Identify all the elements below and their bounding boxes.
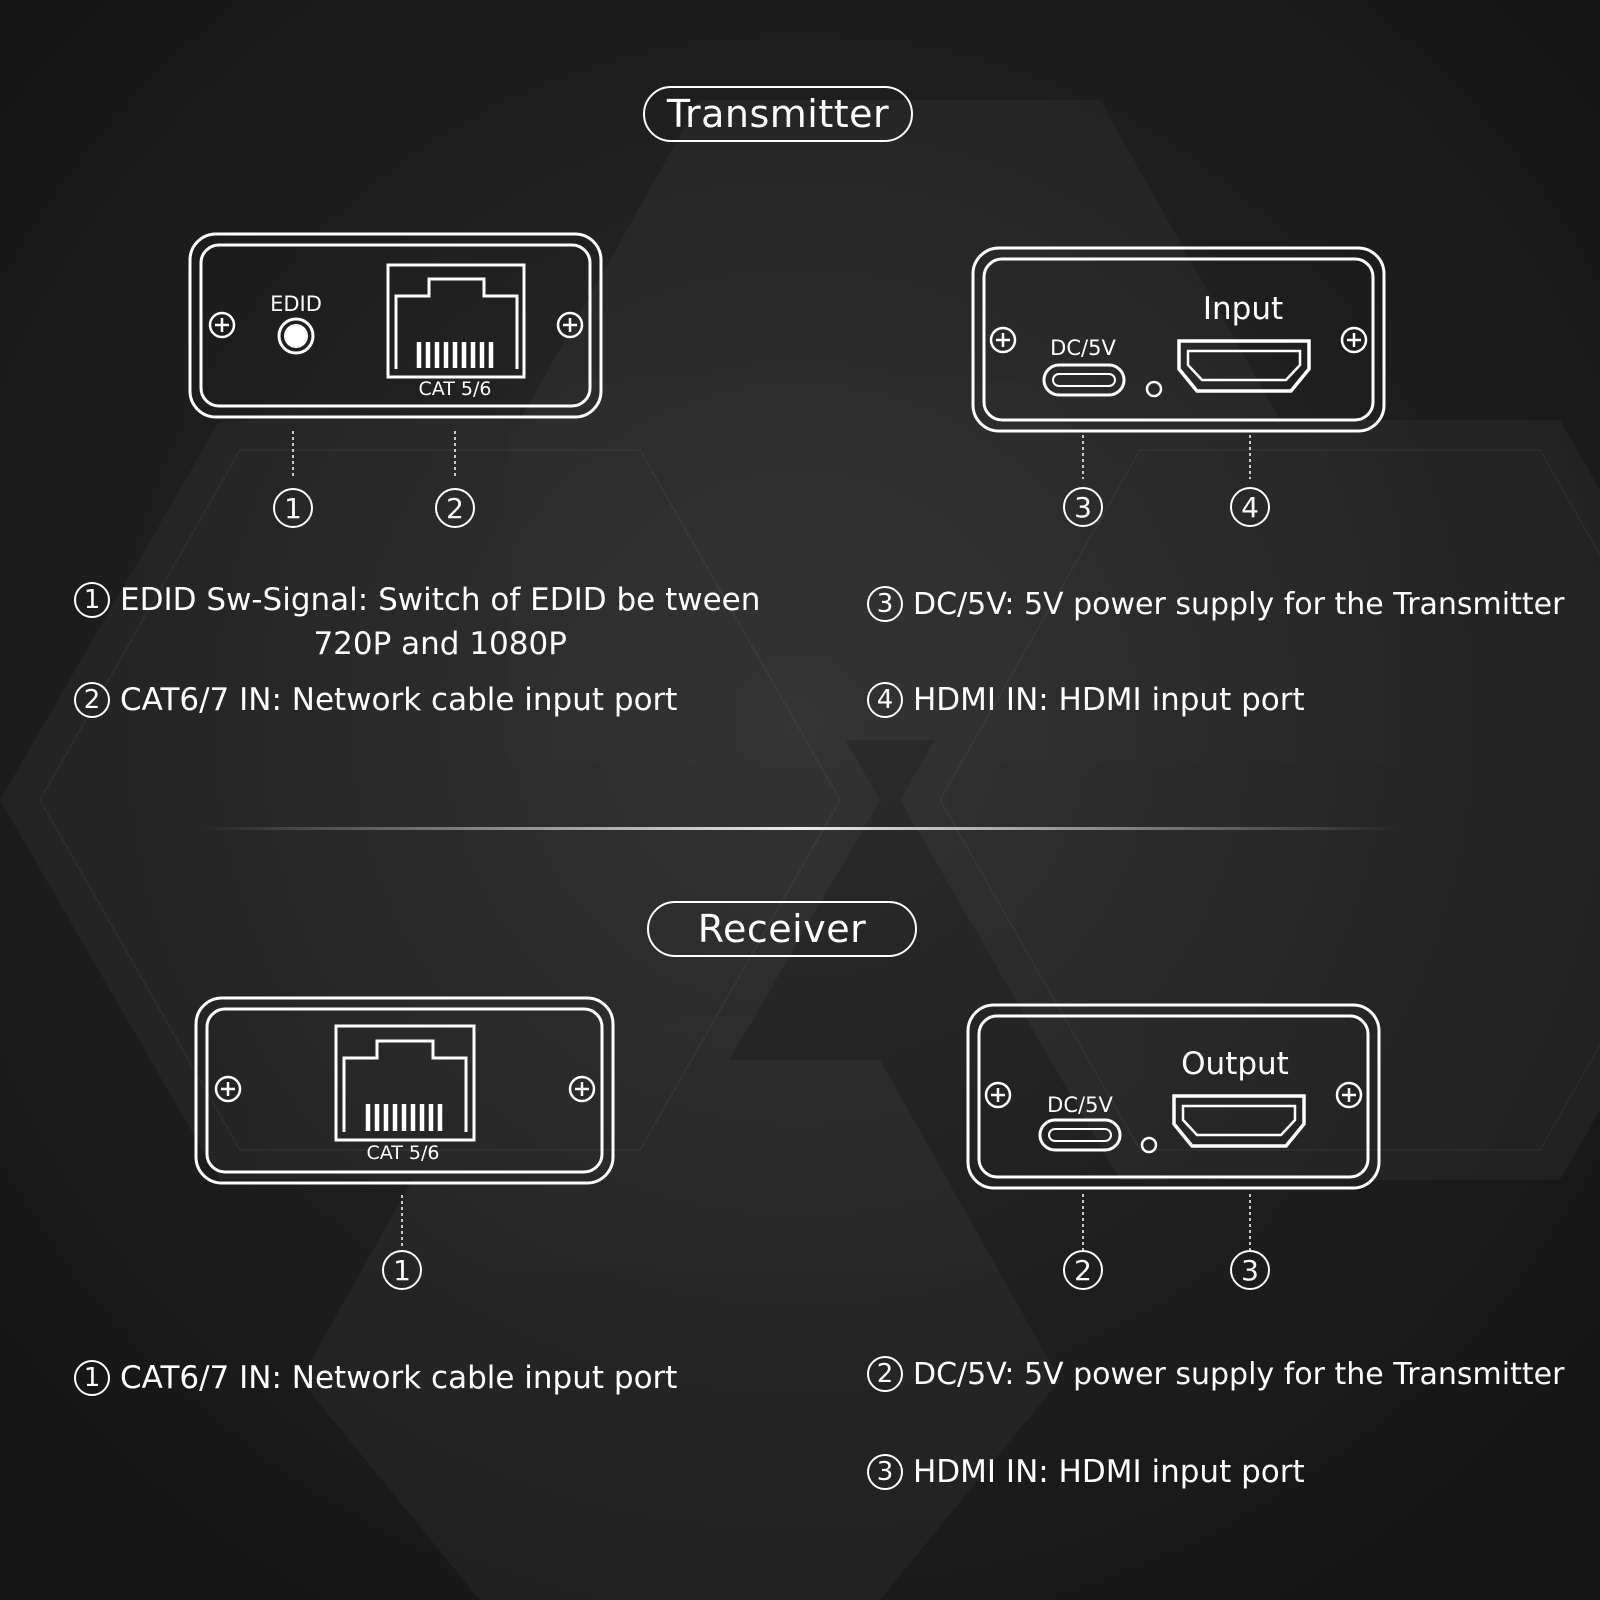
legend-number: 3: [867, 585, 903, 622]
legend-number: 1: [74, 1359, 110, 1396]
callout-badge: 4: [1230, 487, 1270, 527]
svg-text:1: 1: [284, 492, 302, 525]
usb-c-port-icon: [1038, 1118, 1122, 1152]
svg-text:2: 2: [446, 492, 464, 525]
rj45-port-icon: [386, 263, 526, 379]
callout-badge: 3: [1063, 487, 1103, 527]
transmitter-title-text: Transmitter: [666, 92, 890, 136]
hdmi-port-icon: [1172, 1094, 1306, 1148]
power-label: DC/5V: [1050, 336, 1116, 360]
transmitter-hdmi-panel: DC/5V Input 3 4: [971, 246, 1387, 537]
transmitter-legend-item-3: 3 DC/5V: 5V power supply for the Transmit…: [867, 583, 1564, 627]
hdmi-port-icon: [1177, 339, 1311, 393]
legend-text-continued: 720P and 1080P: [313, 626, 567, 662]
transmitter-legend-item-2: 2 CAT6/7 IN: Network cable input port: [74, 678, 677, 722]
screw-icon: [1335, 1081, 1363, 1109]
section-divider: [200, 827, 1400, 830]
legend-text: EDID Sw-Signal: Switch of EDID be tween: [120, 582, 761, 618]
screw-icon: [568, 1075, 596, 1103]
svg-text:3: 3: [1074, 491, 1092, 524]
usb-c-port-icon: [1042, 363, 1126, 397]
legend-number: 4: [867, 681, 903, 718]
transmitter-legend-item-1: 1 EDID Sw-Signal: Switch of EDID be tween…: [74, 578, 760, 666]
svg-text:3: 3: [1241, 1254, 1259, 1287]
legend-number: 2: [74, 681, 110, 718]
rj45-port-icon: [334, 1024, 476, 1142]
receiver-hdmi-panel: DC/5V Output 2 3: [966, 1003, 1382, 1304]
screw-icon: [556, 311, 584, 339]
receiver-legend-item-2: 2 DC/5V: 5V power supply for the Transmit…: [867, 1353, 1564, 1397]
callout-badge: 1: [273, 488, 313, 528]
legend-number: 3: [867, 1453, 903, 1490]
screw-icon: [984, 1081, 1012, 1109]
edid-label: EDID: [270, 292, 322, 316]
svg-text:1: 1: [393, 1254, 411, 1287]
legend-text: DC/5V: 5V power supply for the Transmitt…: [913, 587, 1565, 622]
rj45-label: CAT 5/6: [366, 1142, 439, 1164]
receiver-legend-item-1: 1 CAT6/7 IN: Network cable input port: [74, 1356, 677, 1400]
svg-text:2: 2: [1074, 1254, 1092, 1287]
led-indicator-icon: [1140, 1136, 1158, 1154]
screw-icon: [214, 1075, 242, 1103]
led-indicator-icon: [1145, 380, 1163, 398]
callout-badge: 2: [1063, 1250, 1103, 1290]
edid-button-icon: [277, 317, 315, 355]
legend-text: HDMI IN: HDMI input port: [913, 682, 1305, 718]
callout-badge: 3: [1230, 1250, 1270, 1290]
svg-text:4: 4: [1241, 491, 1259, 524]
receiver-rj45-panel: CAT 5/6 1: [194, 996, 615, 1297]
hdmi-label: Output: [1181, 1046, 1289, 1082]
callout-badge: 2: [435, 488, 475, 528]
receiver-legend-item-3: 3 HDMI IN: HDMI input port: [867, 1450, 1305, 1494]
receiver-title: Receiver: [647, 901, 917, 957]
legend-text: HDMI IN: HDMI input port: [913, 1454, 1305, 1490]
transmitter-rj45-panel: EDID CAT 5/6 1 2: [188, 232, 604, 533]
legend-text: CAT6/7 IN: Network cable input port: [120, 1360, 678, 1396]
hdmi-label: Input: [1203, 291, 1283, 327]
callout-badge: 1: [382, 1250, 422, 1290]
transmitter-title: Transmitter: [643, 86, 913, 142]
receiver-title-text: Receiver: [697, 907, 867, 951]
transmitter-legend-item-4: 4 HDMI IN: HDMI input port: [867, 678, 1305, 722]
legend-number: 2: [867, 1355, 903, 1392]
screw-icon: [989, 326, 1017, 354]
rj45-label: CAT 5/6: [418, 378, 491, 400]
legend-text: DC/5V: 5V power supply for the Transmitt…: [913, 1357, 1565, 1392]
screw-icon: [208, 311, 236, 339]
screw-icon: [1340, 326, 1368, 354]
power-label: DC/5V: [1047, 1093, 1113, 1117]
legend-text: CAT6/7 IN: Network cable input port: [120, 682, 678, 718]
legend-number: 1: [74, 581, 110, 618]
